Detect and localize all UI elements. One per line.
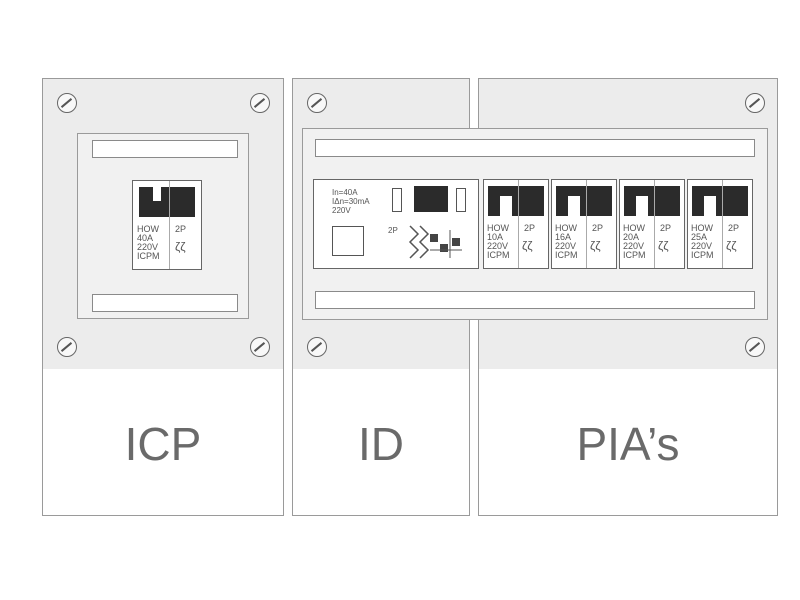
breaker-rating: 10A	[487, 232, 504, 242]
id-differential-switch: In=40A IΔn=30mA 220V 2P	[313, 179, 479, 269]
breaker-lever	[139, 187, 195, 217]
breaker-rating: 20A	[623, 232, 640, 242]
screw-icon	[250, 337, 270, 357]
id-lever	[414, 186, 448, 212]
breaker-rating: 25A	[691, 232, 708, 242]
breaker-type: ICPM	[623, 250, 646, 260]
screw-icon	[57, 337, 77, 357]
breaker-brand: HOW	[623, 223, 645, 233]
test-button-square	[332, 226, 364, 256]
breaker-symbol: ζζ	[175, 240, 186, 254]
breaker-type: ICPM	[487, 250, 510, 260]
breaker-voltage: 220V	[623, 241, 645, 251]
id-rating-line2: IΔn=30mA	[332, 197, 370, 206]
breaker-type: ICPM	[691, 250, 714, 260]
pia-breaker: HOW 25A 220V ICPM 2P ζζ	[687, 179, 753, 269]
breaker-poles: 2P	[175, 224, 187, 234]
breaker-type: ICPM	[555, 250, 578, 260]
icp-din-rail-frame: HOW 40A 220V ICPM 2P ζζ	[77, 133, 249, 319]
breaker-lever	[488, 186, 544, 216]
id-small-window	[456, 188, 466, 212]
breaker-poles: 2P	[592, 223, 604, 233]
breaker-symbol: ζζ	[726, 239, 737, 253]
breaker-type: ICPM	[137, 251, 160, 261]
pia-breaker: HOW 16A 220V ICPM 2P ζζ	[551, 179, 617, 269]
breaker-lever	[556, 186, 612, 216]
breaker-symbol: ζζ	[658, 239, 669, 253]
pias-caption: PIA’s	[576, 418, 680, 470]
screw-icon	[307, 93, 327, 113]
label-strip	[315, 291, 755, 309]
id-small-window	[392, 188, 402, 212]
breaker-voltage: 220V	[137, 242, 159, 252]
pia-breaker: HOW 10A 220V ICPM 2P ζζ	[483, 179, 549, 269]
id-caption: ID	[358, 418, 404, 470]
label-strip	[92, 140, 238, 158]
screw-icon	[745, 93, 765, 113]
breaker-voltage: 220V	[691, 241, 713, 251]
breaker-lever	[692, 186, 748, 216]
id-poles: 2P	[388, 226, 398, 235]
breaker-symbol: ζζ	[590, 239, 601, 253]
screw-icon	[57, 93, 77, 113]
breaker-rating: 40A	[137, 233, 154, 243]
breaker-voltage: 220V	[487, 241, 509, 251]
icp-caption: ICP	[124, 418, 202, 470]
id-rating-line3: 220V	[332, 206, 351, 215]
screw-icon	[250, 93, 270, 113]
breaker-poles: 2P	[660, 223, 672, 233]
id-rating-line1: In=40A	[332, 188, 358, 197]
screw-icon	[307, 337, 327, 357]
icp-breaker: HOW 40A 220V ICPM 2P ζζ	[132, 180, 202, 270]
breaker-rating: 16A	[555, 232, 572, 242]
label-strip	[92, 294, 238, 312]
breaker-brand: HOW	[487, 223, 509, 233]
id-circuit-symbol	[408, 225, 462, 259]
breaker-brand: HOW	[555, 223, 577, 233]
breaker-voltage: 220V	[555, 241, 577, 251]
breaker-brand: HOW	[137, 224, 159, 234]
icp-panel: HOW 40A 220V ICPM 2P ζζ ICP	[42, 78, 284, 516]
pia-breaker: HOW 20A 220V ICPM 2P ζζ	[619, 179, 685, 269]
breaker-lever	[624, 186, 680, 216]
label-strip	[315, 139, 755, 157]
main-din-rail-frame: In=40A IΔn=30mA 220V 2P HOW 10A 220V ICP…	[302, 128, 768, 320]
breaker-brand: HOW	[691, 223, 713, 233]
screw-icon	[745, 337, 765, 357]
breaker-poles: 2P	[728, 223, 740, 233]
breaker-poles: 2P	[524, 223, 536, 233]
breaker-symbol: ζζ	[522, 239, 533, 253]
